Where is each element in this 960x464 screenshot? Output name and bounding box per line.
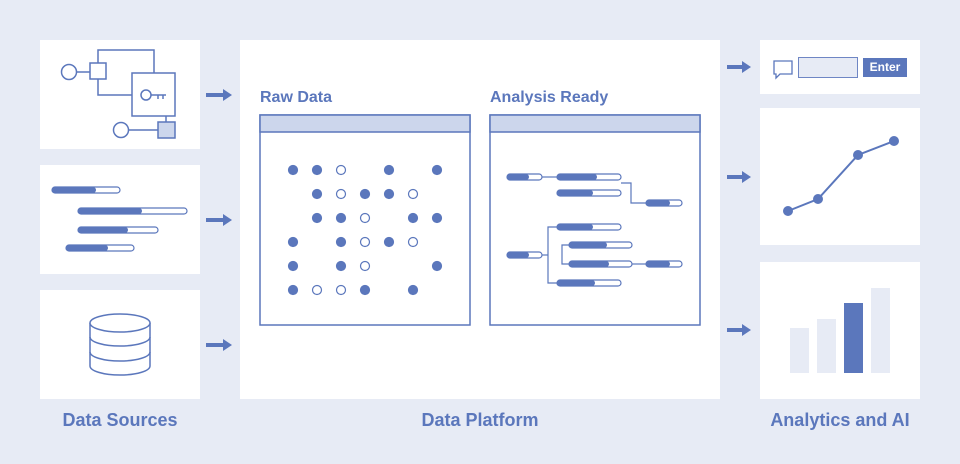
data-dot-open [407, 188, 419, 200]
data-dot-filled [383, 236, 395, 248]
data-dot-filled [383, 188, 395, 200]
log-bar [51, 186, 121, 194]
raw-data-title: Raw Data [260, 89, 333, 106]
data-dot-filled [359, 188, 371, 200]
analysis-ready-window [489, 114, 701, 326]
arrow-right-icon [206, 214, 232, 226]
chart-bar [871, 288, 890, 373]
data-dot-open [335, 284, 347, 296]
arrows-sources-to-platform [206, 89, 232, 351]
data-dot-filled [287, 236, 299, 248]
source-panel-logs [40, 165, 200, 274]
line-point [889, 136, 899, 146]
tree-node [556, 173, 622, 181]
data-dot-filled [431, 164, 443, 176]
analytics-caption: Analytics and AI [770, 410, 910, 430]
arrow-right-icon [206, 339, 232, 351]
data-dot-filled [311, 212, 323, 224]
data-dot-open [335, 188, 347, 200]
raw-data-window [259, 114, 471, 326]
arrows-platform-to-analytics [727, 61, 751, 336]
log-bar [77, 207, 188, 215]
arrow-right-icon [727, 61, 751, 73]
data-dot-open [359, 236, 371, 248]
data-dot-filled [287, 284, 299, 296]
data-dot-filled [287, 164, 299, 176]
tree-connectors [542, 176, 646, 284]
chat-icon [773, 60, 793, 80]
data-dot-filled [431, 260, 443, 272]
tree-nodes [506, 173, 683, 287]
arrow-right-icon [727, 324, 751, 336]
tree-node [556, 223, 622, 231]
arrow-right-icon [727, 171, 751, 183]
log-bar [77, 226, 159, 234]
tree-node [645, 260, 683, 268]
database-icon [89, 313, 151, 376]
data-dot-open [335, 164, 347, 176]
data-dot-filled [431, 212, 443, 224]
data-dot-filled [407, 284, 419, 296]
data-dot-filled [287, 260, 299, 272]
tree-node [568, 260, 633, 268]
analysis-ready-title: Analysis Ready [490, 89, 609, 106]
data-sources-caption: Data Sources [62, 410, 178, 430]
key-icon [140, 89, 166, 101]
data-platform-caption: Data Platform [421, 410, 539, 430]
er-diagram-icon [60, 49, 176, 139]
data-dot-filled [311, 164, 323, 176]
data-dot-filled [407, 212, 419, 224]
raw-dots-grid [287, 164, 443, 296]
tree-node [568, 241, 633, 249]
analytics-panel-bar-chart [760, 262, 920, 399]
log-bars-icon [51, 186, 188, 252]
line-point [783, 206, 793, 216]
data-dot-filled [311, 188, 323, 200]
tree-node [645, 199, 683, 207]
data-dot-open [311, 284, 323, 296]
log-bar [65, 244, 135, 252]
chart-bar [817, 319, 836, 373]
line-point [853, 150, 863, 160]
chart-bar [790, 328, 809, 373]
data-dot-filled [335, 236, 347, 248]
tree-node [556, 189, 622, 197]
enter-button[interactable]: Enter [863, 58, 907, 77]
line-point [813, 194, 823, 204]
analytics-panel-line-chart [760, 108, 920, 245]
data-dot-open [359, 260, 371, 272]
data-dot-open [359, 212, 371, 224]
data-dot-filled [335, 212, 347, 224]
chat-input[interactable] [798, 57, 858, 78]
data-dot-filled [383, 164, 395, 176]
arrow-right-icon [206, 89, 232, 101]
data-dot-filled [359, 284, 371, 296]
tree-node [556, 279, 622, 287]
chart-bar [844, 303, 863, 373]
tree-node [506, 251, 543, 259]
data-dot-open [407, 236, 419, 248]
tree-node [506, 173, 543, 181]
line-chart-icon [783, 136, 899, 216]
bar-chart-icon [790, 288, 890, 373]
data-dot-filled [335, 260, 347, 272]
